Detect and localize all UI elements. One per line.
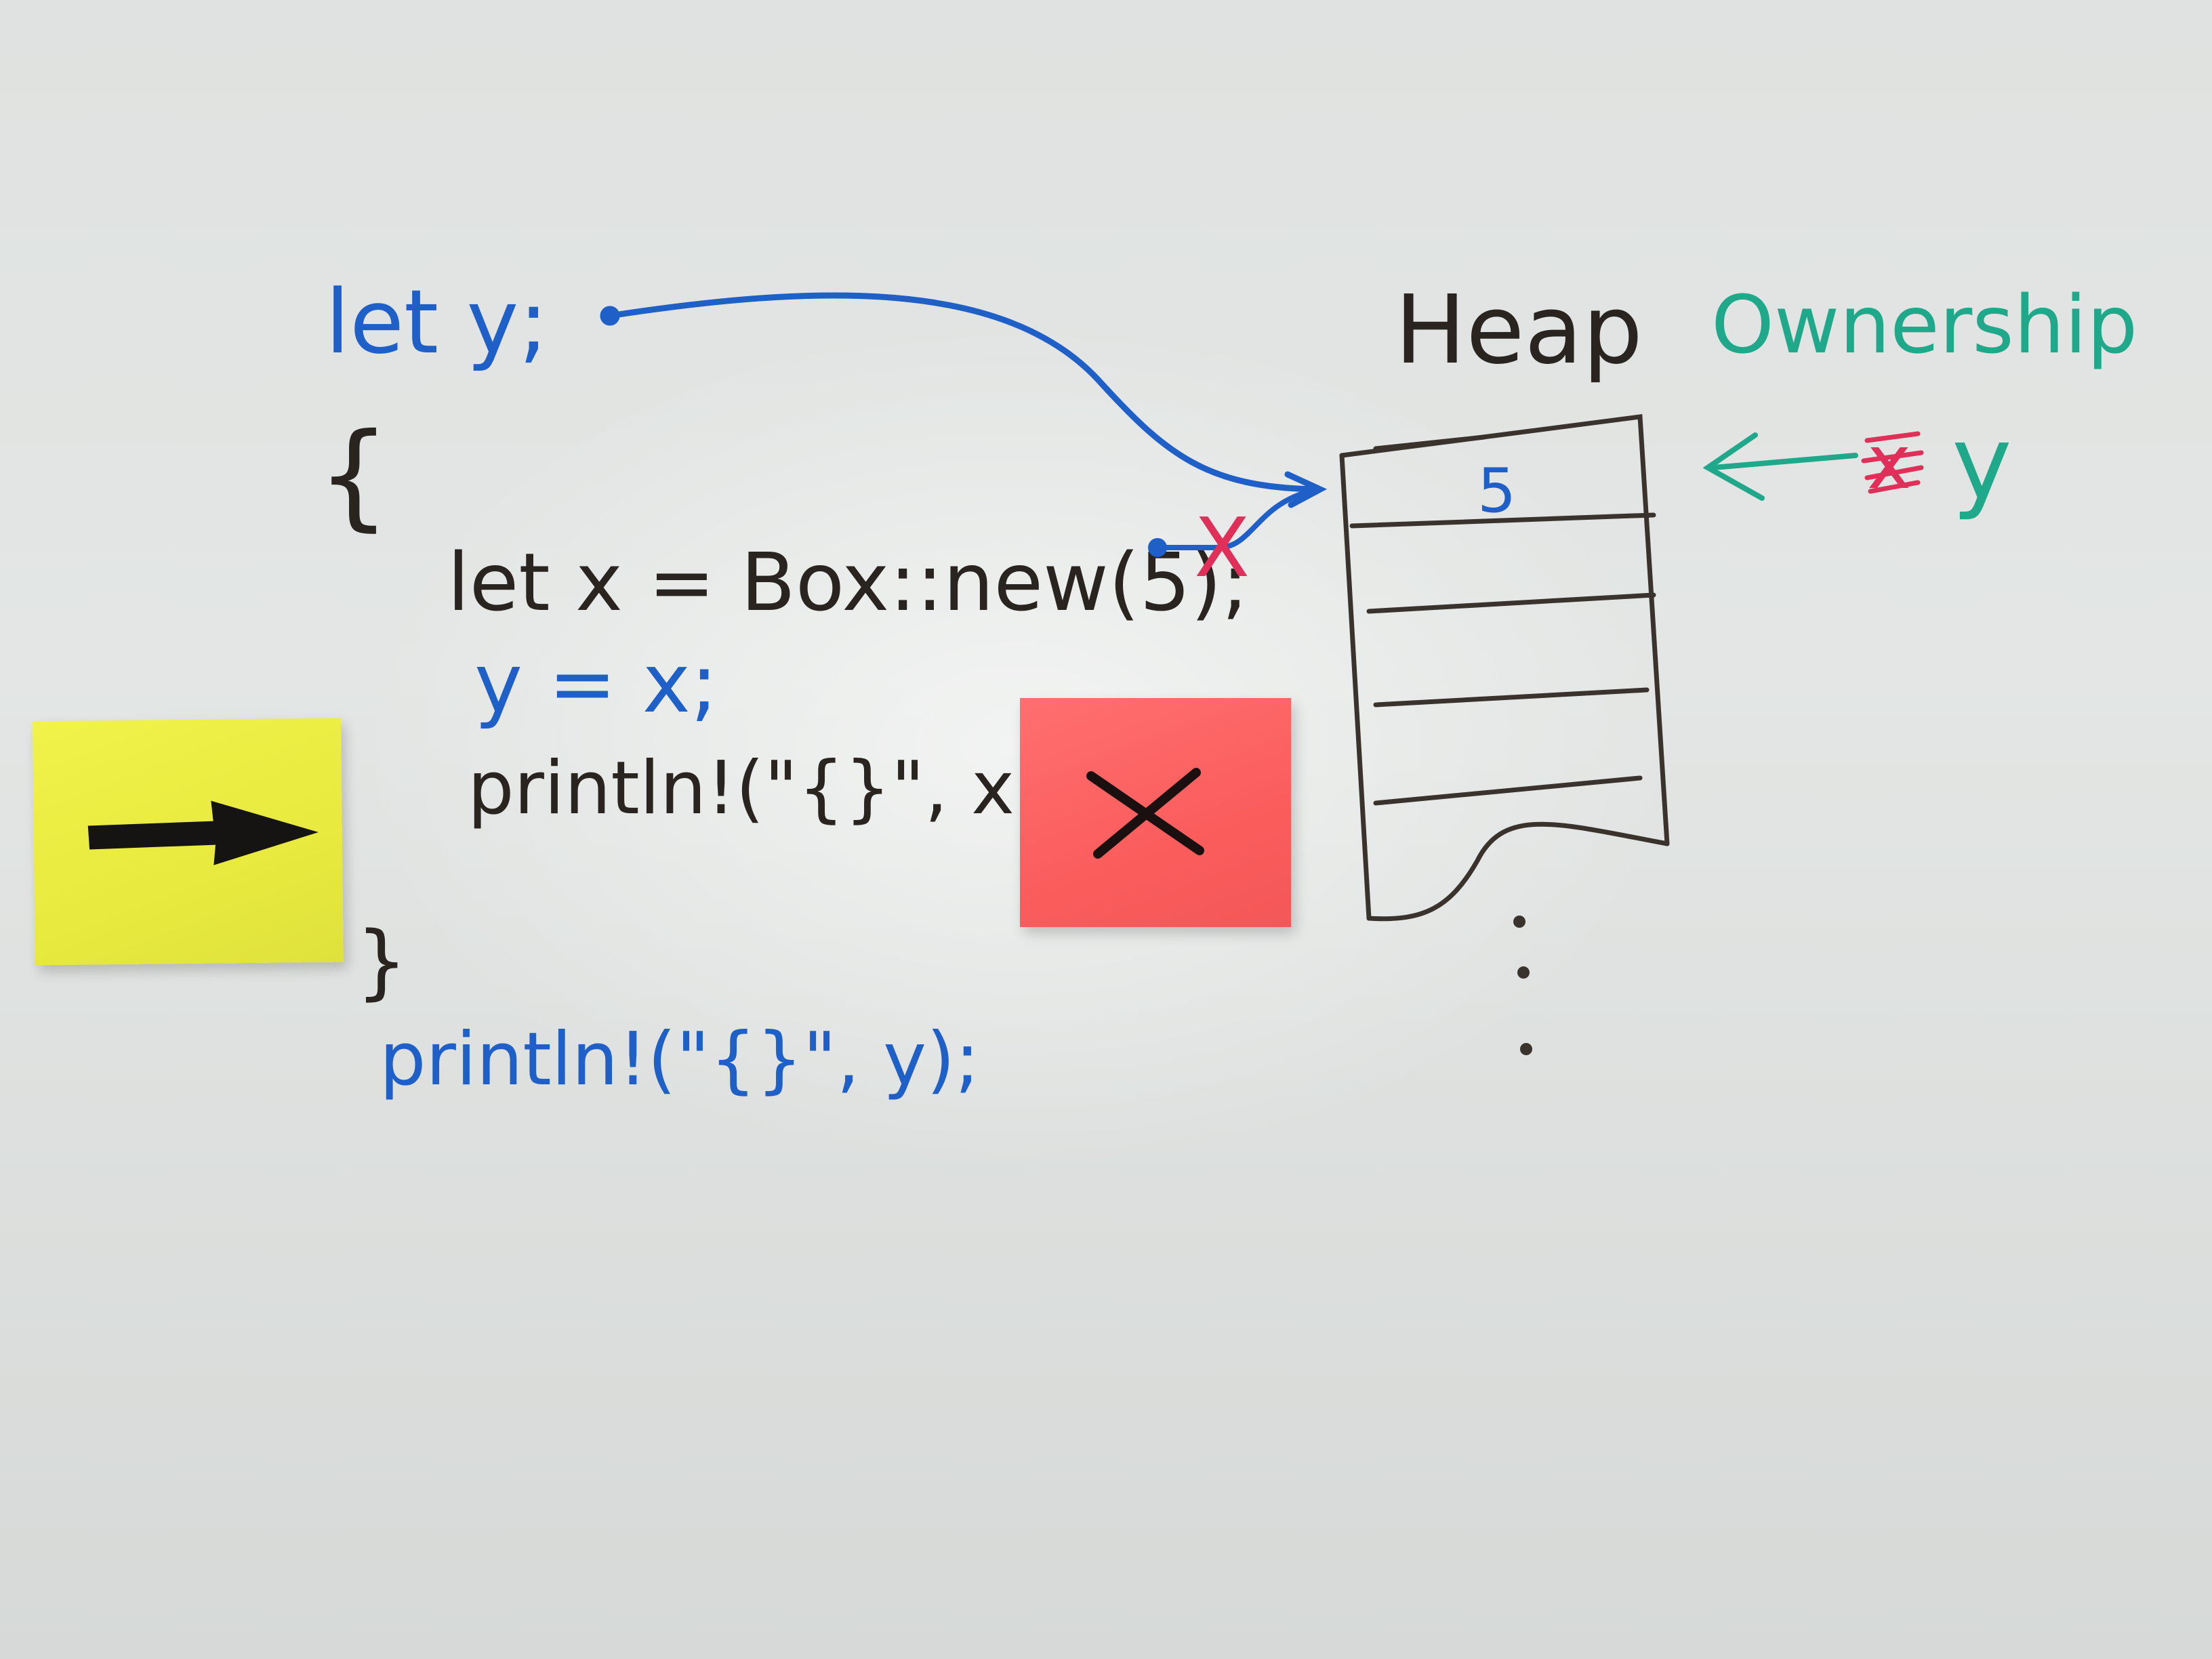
heap-block <box>1339 414 1670 922</box>
code-print-x: println!("{}", x); <box>468 746 1068 831</box>
code-print-y: println!("{}", y); <box>380 1017 980 1102</box>
code-let-x: let x = Box::new(5); <box>447 535 1249 629</box>
arrow-right-icon <box>87 800 319 865</box>
heap-value: 5 <box>1477 455 1516 527</box>
pointer-x-to-heap <box>1148 487 1321 557</box>
heap-title: Heap <box>1395 275 1643 386</box>
code-assign: y = x; <box>474 637 718 731</box>
heap-continuation-dots <box>1513 916 1532 1055</box>
code-open-brace: { <box>317 409 390 543</box>
sticky-note-yellow <box>33 718 344 966</box>
ownership-title: Ownership <box>1711 278 2137 371</box>
code-let-y: let y; <box>325 270 548 373</box>
ownership-arrow-icon <box>1702 432 1858 501</box>
ownership-owner: y <box>1952 405 2012 523</box>
strike-scribble <box>1861 431 1924 494</box>
moved-cross-mark: X <box>1194 501 1250 596</box>
code-close-brace: } <box>356 915 407 1009</box>
pointer-y-to-heap <box>600 292 1328 508</box>
sticky-note-red <box>1020 698 1291 927</box>
cross-icon <box>1086 768 1204 859</box>
